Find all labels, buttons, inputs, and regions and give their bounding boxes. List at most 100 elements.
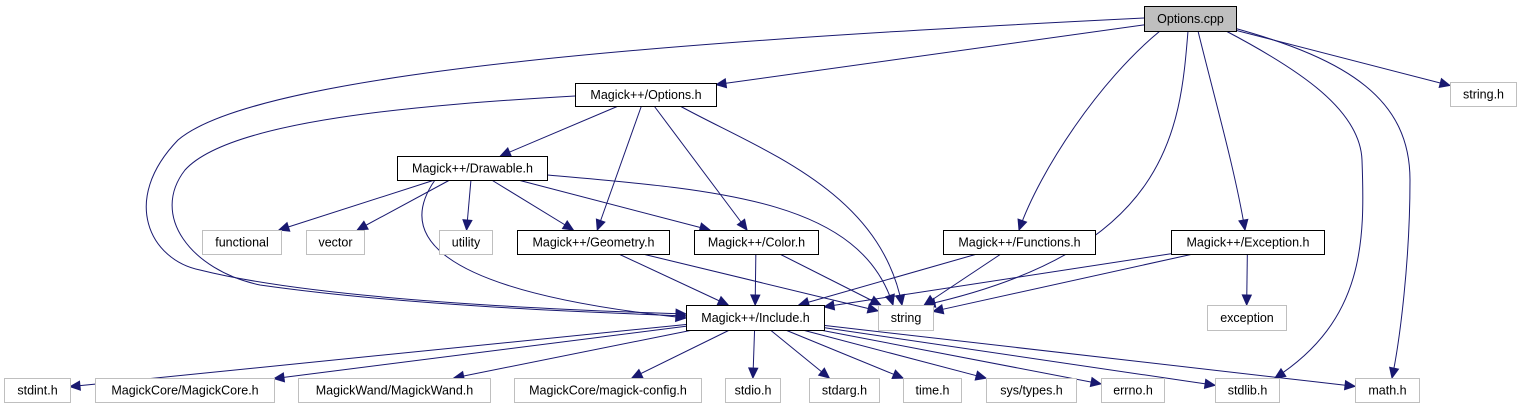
edge-functions_h-to-string — [923, 253, 1002, 306]
edge-line — [823, 327, 1216, 386]
edge-line — [679, 105, 903, 306]
node-geometry-h[interactable]: Magick++/Geometry.h — [517, 230, 670, 255]
node-box — [1171, 230, 1325, 255]
arrowhead-icon — [675, 311, 688, 323]
node-box — [878, 305, 934, 331]
node-label: stdarg.h — [822, 384, 867, 398]
node-exception-h[interactable]: Magick++/Exception.h — [1171, 230, 1325, 255]
node-label: sys/types.h — [1000, 384, 1063, 398]
node-utility: utility — [439, 230, 493, 255]
edge-drawable_h-to-functional — [277, 179, 435, 232]
arrowhead-icon — [868, 295, 882, 306]
node-box — [1101, 378, 1165, 403]
node-label: stdint.h — [17, 384, 57, 398]
node-box — [1207, 305, 1287, 331]
edge-options_cpp-to-string_h — [1235, 29, 1452, 88]
node-label: MagickCore/MagickCore.h — [111, 384, 258, 398]
edge-options_cpp-to-string — [923, 30, 1189, 308]
edge-drawable_h-to-color_h — [517, 179, 712, 233]
edge-include_h-to-time_h — [785, 329, 905, 380]
arrowhead-icon — [923, 294, 936, 306]
edge-line — [421, 179, 687, 319]
node-functional: functional — [202, 230, 282, 255]
node-label: vector — [318, 236, 352, 250]
edge-exception_h-to-exception — [1241, 253, 1253, 307]
edge-include_h-to-stdlib_h — [823, 327, 1217, 389]
edge-drawable_h-to-vector — [356, 179, 451, 231]
edge-options_h-to-include_h — [171, 95, 688, 321]
arrowhead-icon — [68, 380, 81, 391]
node-stdio-h: stdio.h — [725, 378, 781, 403]
edge-line — [1018, 30, 1161, 231]
node-drawable-h[interactable]: Magick++/Drawable.h — [397, 156, 548, 181]
edge-geometry_h-to-string — [642, 253, 880, 314]
edge-exception_h-to-string — [931, 253, 1194, 315]
edge-line — [785, 329, 904, 379]
arrowhead-icon — [1273, 367, 1287, 379]
edge-include_h-to-sys_types_h — [802, 329, 988, 381]
edge-line — [171, 95, 687, 317]
node-exception: exception — [1207, 305, 1287, 331]
arrowhead-icon — [1017, 218, 1028, 232]
node-label: string.h — [1463, 88, 1504, 102]
edge-options_h-to-drawable_h — [499, 105, 619, 157]
edge-line — [1197, 30, 1246, 231]
edge-line — [618, 253, 729, 306]
node-options-cpp[interactable]: Options.cpp — [1144, 6, 1237, 32]
node-box — [575, 83, 717, 107]
node-label: MagickCore/magick-config.h — [529, 384, 687, 398]
node-box — [397, 156, 548, 181]
arrowhead-icon — [1389, 366, 1400, 380]
node-label: Magick++/Include.h — [701, 311, 809, 325]
edge-line — [453, 329, 693, 379]
node-label: functional — [215, 236, 269, 250]
edge-line — [715, 24, 1145, 86]
arrowhead-icon — [716, 295, 730, 306]
edge-color_h-to-include_h — [750, 253, 761, 307]
edge-include_h-to-stdio_h — [748, 329, 759, 380]
edge-line — [491, 179, 574, 231]
node-stdarg-h: stdarg.h — [809, 378, 880, 403]
node-color-h[interactable]: Magick++/Color.h — [694, 230, 819, 255]
node-label: MagickWand/MagickWand.h — [316, 384, 474, 398]
node-label: math.h — [1368, 384, 1406, 398]
node-label: Magick++/Drawable.h — [412, 162, 533, 176]
arrowhead-icon — [974, 370, 988, 381]
node-magickcore-h: MagickCore/MagickCore.h — [95, 378, 275, 403]
edge-line — [546, 174, 894, 306]
arrowhead-icon — [866, 303, 880, 314]
node-box — [4, 378, 71, 403]
arrowhead-icon — [1438, 77, 1452, 88]
node-label: exception — [1220, 311, 1274, 325]
edge-line — [823, 253, 1172, 308]
edge-options_h-to-color_h — [653, 105, 748, 231]
node-label: Magick++/Color.h — [708, 236, 805, 250]
node-box — [686, 305, 825, 331]
edge-options_h-to-geometry_h — [595, 105, 642, 232]
edge-line — [356, 179, 451, 231]
edge-line — [69, 323, 687, 388]
edge-include_h-to-magickwand_h — [452, 329, 693, 382]
node-label: utility — [452, 236, 481, 250]
edge-line — [819, 329, 1102, 385]
node-options-h[interactable]: Magick++/Options.h — [575, 83, 717, 107]
edge-line — [932, 253, 1194, 312]
edge-line — [823, 324, 1356, 387]
arrowhead-icon — [748, 367, 759, 380]
node-box — [943, 230, 1096, 255]
node-label: Magick++/Options.h — [590, 88, 701, 102]
edge-include_h-to-errno_h — [819, 329, 1103, 388]
edge-options_h-to-string — [679, 105, 906, 307]
node-box — [725, 378, 781, 403]
node-label: string — [891, 311, 922, 325]
node-box — [517, 230, 670, 255]
node-include-h[interactable]: Magick++/Include.h — [686, 305, 825, 331]
arrowhead-icon — [1203, 378, 1217, 389]
edge-drawable_h-to-geometry_h — [491, 179, 575, 231]
edge-line — [924, 30, 1189, 306]
node-vector: vector — [306, 230, 365, 255]
node-stdlib-h: stdlib.h — [1215, 378, 1280, 403]
arrowhead-icon — [891, 369, 905, 380]
node-functions-h[interactable]: Magick++/Functions.h — [943, 230, 1096, 255]
